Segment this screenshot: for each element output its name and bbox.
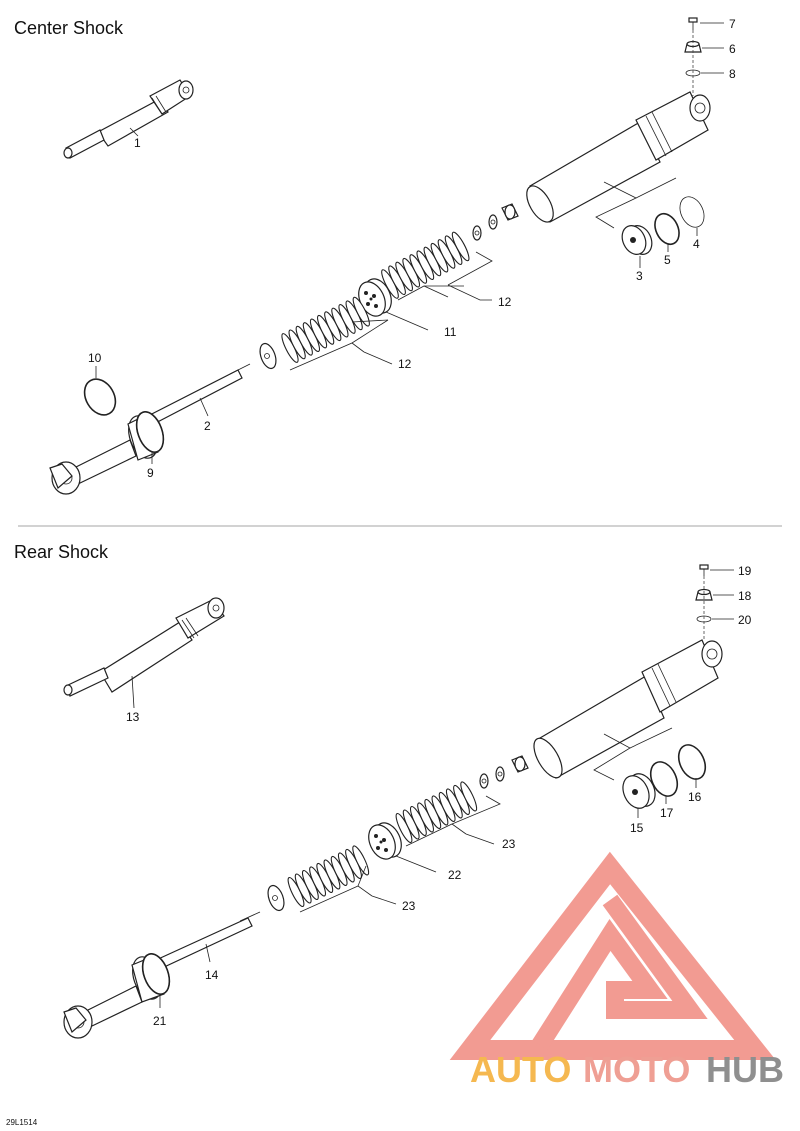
callout-5: 5: [664, 253, 671, 267]
part-16-seal-ring: [677, 744, 707, 780]
callout-4: 4: [693, 237, 700, 251]
watermark-auto: AUTO: [470, 1049, 571, 1090]
automotohub-wordmark: AUTO MOTO HUB: [470, 1049, 784, 1090]
automotohub-logo: [449, 851, 776, 1060]
callout-18: 18: [738, 589, 752, 603]
callout-23b: 23: [402, 899, 416, 913]
callout-11: 11: [444, 325, 457, 339]
part-washer-c-rear: [267, 884, 285, 912]
callout-17: 17: [660, 806, 674, 820]
callout-3: 3: [636, 269, 643, 283]
callout-10: 10: [88, 351, 102, 365]
part-5-ring: [654, 212, 680, 246]
part-23-shim-stack-lower: [284, 843, 372, 909]
callout-8: 8: [729, 67, 736, 81]
part-body-cylinder-rear: [533, 639, 723, 779]
rear-shock-title: Rear Shock: [14, 542, 109, 562]
part-21-seal: [141, 953, 171, 995]
callout-2: 2: [204, 419, 211, 433]
part-17-ring: [649, 761, 679, 797]
callout-16: 16: [688, 790, 702, 804]
part-nut-rear: [511, 755, 529, 773]
callout-7: 7: [729, 17, 736, 31]
part-washer-c-center: [259, 342, 277, 370]
part-9-seal: [135, 411, 165, 453]
callout-13: 13: [126, 710, 140, 724]
watermark-hub: HUB: [706, 1049, 784, 1090]
callout-19: 19: [738, 564, 752, 578]
part-3-reservoir-cap: [621, 225, 653, 255]
center-shock-title: Center Shock: [14, 18, 124, 38]
part-19-screw: [699, 564, 709, 576]
part-14-shaft-assembly: [63, 911, 261, 1039]
watermark-moto: MOTO: [583, 1049, 690, 1090]
part-7-screw: [688, 17, 698, 30]
callout-12b: 12: [398, 357, 412, 371]
callout-12a: 12: [498, 295, 512, 309]
part-2-shaft-assembly: [49, 363, 251, 495]
part-10-snap-ring: [83, 378, 117, 416]
callout-20: 20: [738, 613, 752, 627]
part-22-piston: [368, 822, 402, 860]
callout-14: 14: [205, 968, 219, 982]
callout-21: 21: [153, 1014, 167, 1028]
part-washer-a-center: [488, 214, 498, 230]
callout-9: 9: [147, 466, 154, 480]
part-washer-b-rear: [479, 773, 489, 789]
part-washer-b-center: [472, 225, 482, 241]
part-12-shim-stack-lower: [278, 295, 373, 365]
figure-reference: 29L1514: [6, 1118, 38, 1127]
callout-6: 6: [729, 42, 736, 56]
part-11-piston: [358, 278, 392, 317]
part-1-shock-assembly: [63, 79, 194, 159]
part-4-seal: [679, 196, 705, 228]
part-13-shock-assembly: [63, 597, 225, 697]
part-washer-a-rear: [495, 766, 505, 782]
callout-15: 15: [630, 821, 644, 835]
callout-1: 1: [134, 136, 141, 150]
callout-22: 22: [448, 868, 462, 882]
part-15-reservoir-cap: [622, 773, 656, 809]
part-body-cylinder-center: [526, 91, 711, 223]
callout-23a: 23: [502, 837, 516, 851]
part-nut-center: [501, 203, 519, 221]
